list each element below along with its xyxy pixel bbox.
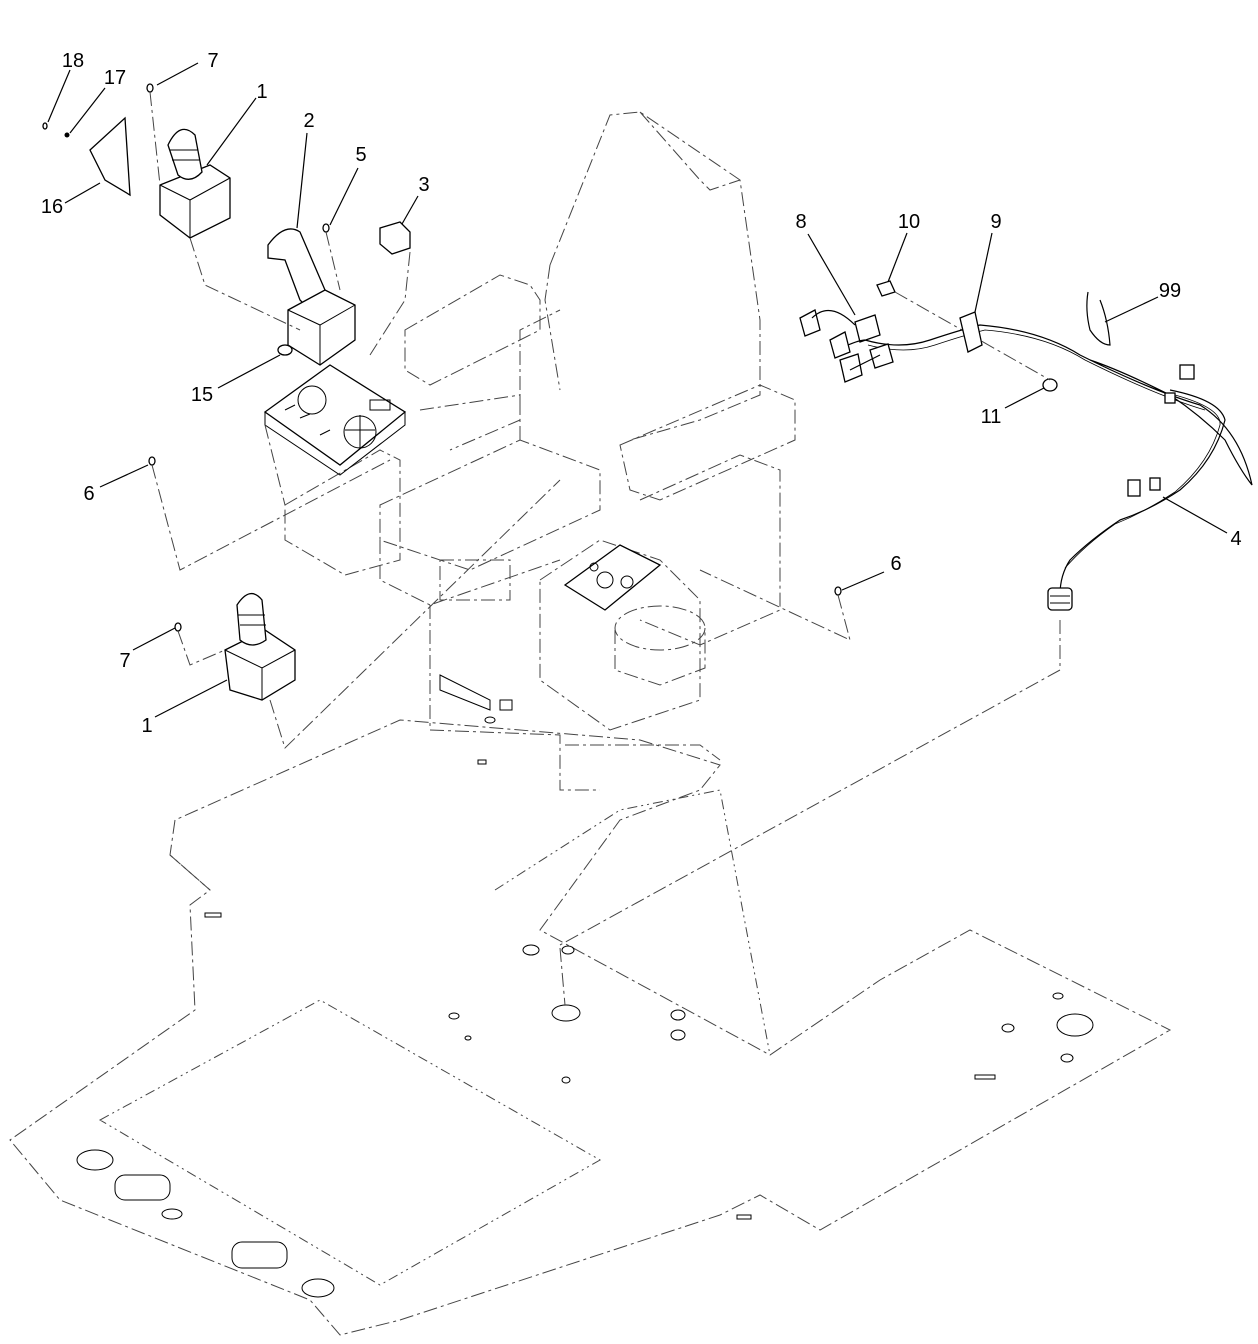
operator-seat bbox=[284, 111, 796, 791]
wire-harness bbox=[799, 291, 1253, 611]
leader-lines bbox=[47, 62, 1228, 718]
assembly-paths bbox=[149, 91, 1061, 1006]
callout-99: 99 bbox=[1159, 280, 1181, 302]
callout-6-right: 6 bbox=[890, 553, 901, 575]
callout-10: 10 bbox=[898, 211, 920, 233]
left-control-pod bbox=[263, 364, 407, 506]
right-armrest-console bbox=[539, 539, 706, 731]
callout-2: 2 bbox=[303, 110, 314, 132]
floor-plate bbox=[9, 719, 1172, 1336]
callout-3: 3 bbox=[418, 174, 429, 196]
callout-16: 16 bbox=[41, 196, 63, 218]
callout-5: 5 bbox=[355, 144, 366, 166]
callout-11: 11 bbox=[981, 406, 1002, 428]
callout-labels: 18 17 7 1 16 2 5 3 15 6 8 10 9 99 11 4 6… bbox=[41, 50, 1242, 737]
callout-1-top: 1 bbox=[256, 81, 267, 103]
callout-9: 9 bbox=[990, 211, 1001, 233]
callout-15: 15 bbox=[191, 384, 213, 406]
callout-8: 8 bbox=[795, 211, 806, 233]
joystick-top-left bbox=[89, 116, 231, 239]
callout-18: 18 bbox=[62, 50, 84, 72]
callout-1-bottom: 1 bbox=[141, 715, 152, 737]
callout-7-bottom: 7 bbox=[119, 650, 130, 672]
knob bbox=[277, 344, 293, 356]
joystick-ergonomic bbox=[267, 228, 356, 366]
joystick-bottom-left bbox=[224, 593, 296, 701]
rocker-switch bbox=[379, 221, 411, 255]
callout-17: 17 bbox=[104, 67, 126, 89]
callout-4: 4 bbox=[1230, 528, 1241, 550]
callout-7-top: 7 bbox=[207, 50, 218, 72]
callout-6-left: 6 bbox=[83, 483, 94, 505]
